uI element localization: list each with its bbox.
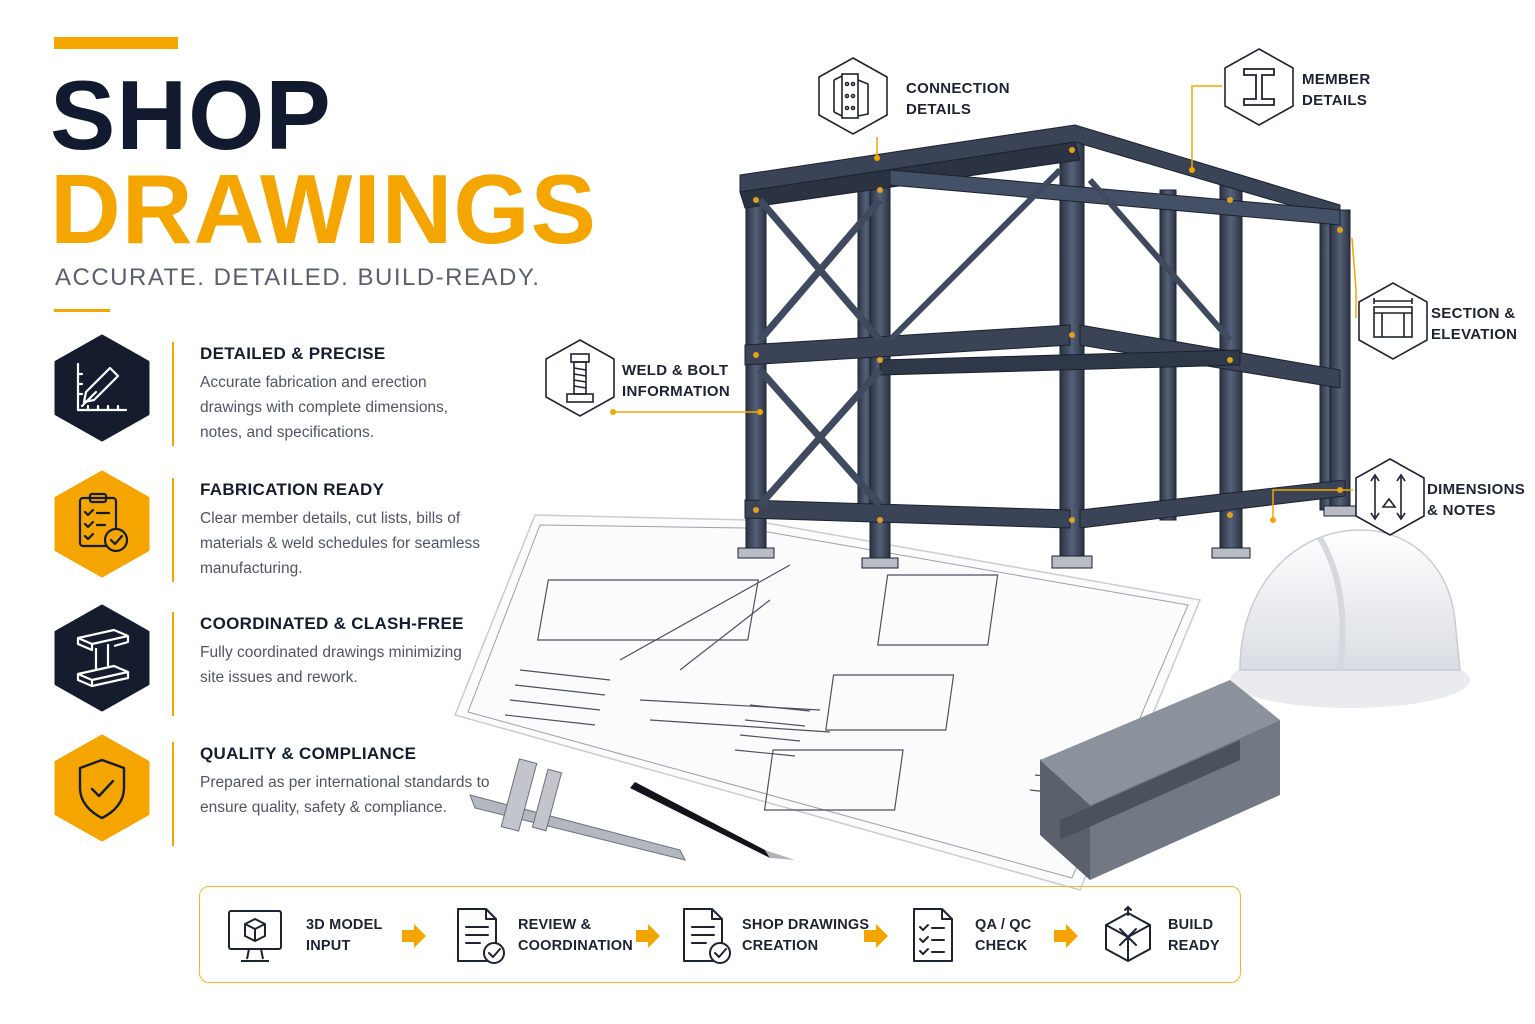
caliper — [469, 758, 686, 861]
divider — [54, 309, 110, 312]
feature-title: COORDINATED & CLASH-FREE — [200, 614, 464, 633]
callout-label: WELD & BOLT INFORMATION — [622, 362, 731, 400]
i-beam-icon — [54, 604, 150, 712]
checklist-icon — [913, 908, 953, 962]
document-check-icon — [683, 908, 731, 964]
process-step-label: QA / QC CHECK — [975, 917, 1032, 954]
callout-weld-bolt: WELD & BOLT INFORMATION — [543, 338, 743, 418]
hard-hat — [1230, 529, 1470, 708]
page-title-line2: DRAWINGS — [50, 154, 597, 264]
feature-description: Accurate fabrication and erection drawin… — [200, 374, 449, 441]
process-step-label: BUILD READY — [1168, 917, 1220, 954]
feature-title: DETAILED & PRECISE — [200, 344, 386, 363]
callout-section-elevation: SECTION & ELEVATION — [1356, 281, 1535, 361]
feature-description: Fully coordinated drawings minimizing si… — [200, 644, 462, 686]
callout-dimensions-notes: DIMENSIONS & NOTES — [1353, 457, 1535, 537]
arrow-right-icon — [402, 924, 426, 948]
monitor-cube-icon — [228, 910, 282, 962]
dimension-arrows-icon — [1355, 458, 1425, 536]
callout-member-details: MEMBER DETAILS — [1222, 47, 1422, 127]
feature-description: Prepared as per international standards … — [200, 774, 490, 816]
arrow-right-icon — [636, 924, 660, 948]
feature-coordinated: COORDINATED & CLASH-FREE Fully coordinat… — [52, 604, 532, 724]
steel-frame — [737, 124, 1357, 569]
build-cube-icon — [1105, 906, 1151, 962]
arrow-right-icon — [1054, 924, 1078, 948]
title-accent-bar — [54, 37, 178, 49]
feature-detailed-precise: DETAILED & PRECISE Accurate fabrication … — [52, 334, 532, 454]
process-step-build-ready: BUILD READY — [1098, 901, 1228, 969]
document-check-icon — [457, 908, 505, 964]
process-step-qa-qc: QA / QC CHECK — [908, 901, 1058, 969]
callout-label: SECTION & ELEVATION — [1431, 305, 1518, 343]
process-step-label: REVIEW & COORDINATION — [518, 917, 633, 954]
process-step-label: SHOP DRAWINGS CREATION — [742, 917, 870, 954]
process-step-3d-model: 3D MODEL INPUT — [225, 901, 395, 969]
callout-label: MEMBER DETAILS — [1302, 71, 1371, 109]
bolt-icon — [545, 339, 615, 417]
pen — [630, 782, 795, 860]
feature-fabrication-ready: FABRICATION READY Clear member details, … — [52, 470, 532, 590]
process-step-review: REVIEW & COORDINATION — [452, 901, 642, 969]
steel-structure-illustration — [453, 124, 1470, 891]
process-step-shop-drawings: SHOP DRAWINGS CREATION — [678, 901, 878, 969]
feature-quality-compliance: QUALITY & COMPLIANCE Prepared as per int… — [52, 734, 532, 854]
feature-title: FABRICATION READY — [200, 480, 385, 499]
callout-connection-details: CONNECTION DETAILS — [816, 56, 1036, 136]
shield-check-icon — [54, 734, 150, 842]
steel-channels — [1040, 680, 1280, 880]
feature-description: Clear member details, cut lists, bills o… — [200, 510, 480, 577]
process-step-label: 3D MODEL INPUT — [306, 917, 383, 954]
i-beam-icon — [1224, 48, 1294, 126]
clipboard-check-icon — [54, 470, 150, 578]
callout-label: CONNECTION DETAILS — [906, 80, 1010, 118]
process-flow: 3D MODEL INPUT REVIEW & COORDINATION — [199, 886, 1241, 983]
arrow-right-icon — [864, 924, 888, 948]
connection-plate-icon — [818, 57, 888, 135]
page-title-line1: SHOP — [50, 60, 332, 170]
callout-label: DIMENSIONS & NOTES — [1427, 481, 1526, 519]
tagline: ACCURATE. DETAILED. BUILD-READY. — [55, 264, 541, 291]
section-elevation-icon — [1358, 282, 1428, 360]
feature-title: QUALITY & COMPLIANCE — [200, 744, 417, 763]
drafting-icon — [54, 334, 150, 442]
